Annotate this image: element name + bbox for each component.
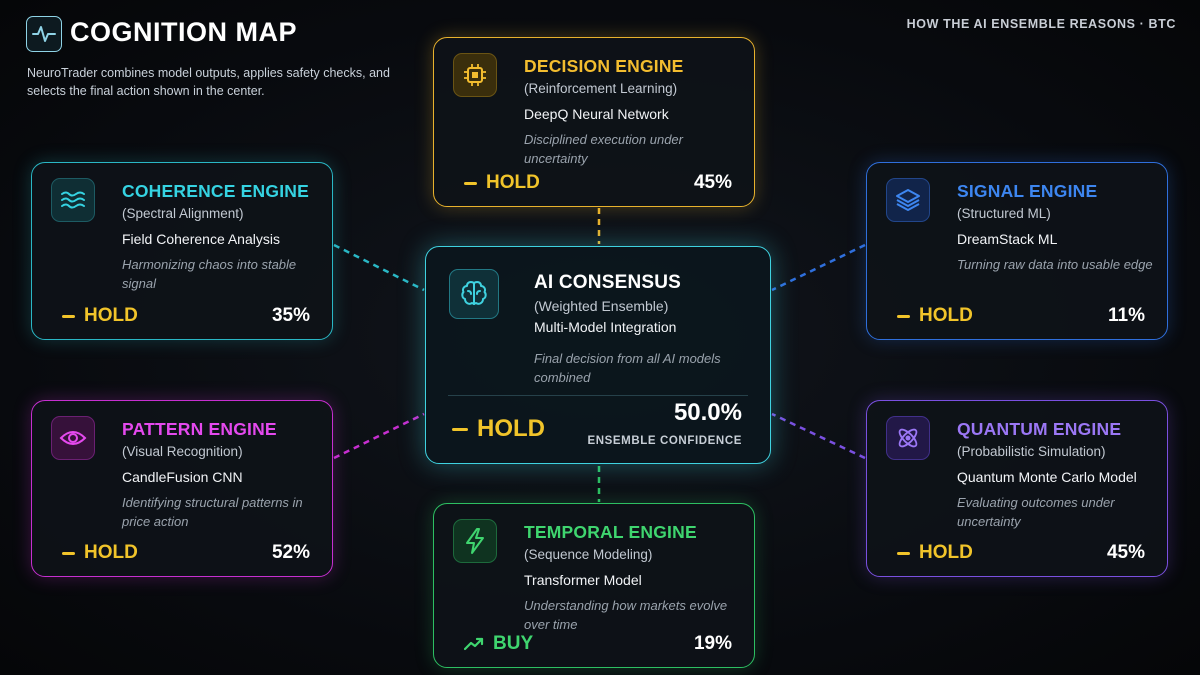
action-label: HOLD <box>919 305 973 326</box>
page-description: NeuroTrader combines model outputs, appl… <box>27 66 390 98</box>
hold-dash-icon <box>897 314 910 318</box>
engine-action: HOLD <box>62 542 138 564</box>
action-label: HOLD <box>84 305 138 326</box>
engine-subtitle: (Reinforcement Learning) <box>524 81 678 96</box>
engine-title: PATTERN ENGINE <box>122 419 277 439</box>
action-label: HOLD <box>486 172 540 193</box>
engine-action: HOLD <box>464 172 540 194</box>
consensus-divider <box>448 395 748 396</box>
engine-action: HOLD <box>62 305 138 327</box>
engine-title: SIGNAL ENGINE <box>957 181 1098 201</box>
engine-confidence: 45% <box>693 172 732 193</box>
engine-description: Understanding how markets evolve over ti… <box>524 598 728 632</box>
decision-engine-card[interactable]: DECISION ENGINE (Reinforcement Learning)… <box>433 37 755 207</box>
ai-consensus-card[interactable]: AI CONSENSUS (Weighted Ensemble) Multi-M… <box>425 246 771 464</box>
engine-confidence: 35% <box>271 305 310 326</box>
engine-confidence: 52% <box>271 542 310 563</box>
trend-up-icon <box>464 637 484 651</box>
engine-description: Turning raw data into usable edge <box>957 257 1153 272</box>
engine-description: Disciplined execution under uncertainty <box>524 132 683 166</box>
brain-icon <box>449 269 499 319</box>
action-label: BUY <box>493 633 534 654</box>
engine-confidence: 11% <box>1108 305 1145 326</box>
engine-action: HOLD <box>897 542 973 564</box>
hold-dash-icon <box>62 314 75 318</box>
engine-confidence: 45% <box>1106 542 1145 563</box>
atom-icon <box>886 416 930 460</box>
eye-icon <box>51 416 95 460</box>
engine-subtitle: (Sequence Modeling) <box>524 547 653 562</box>
engine-action: BUY <box>464 633 533 655</box>
action-label: HOLD <box>84 542 138 563</box>
consensus-confidence: 50.0% <box>673 399 742 426</box>
engine-action: HOLD <box>897 305 973 327</box>
engine-title: QUANTUM ENGINE <box>957 419 1122 439</box>
engine-model: Field Coherence Analysis <box>122 231 280 247</box>
hold-dash-icon <box>452 427 468 431</box>
engine-subtitle: (Structured ML) <box>957 206 1051 221</box>
engine-model: DreamStack ML <box>957 231 1058 247</box>
engine-title: COHERENCE ENGINE <box>122 181 309 201</box>
quantum-engine-card[interactable]: QUANTUM ENGINE (Probabilistic Simulation… <box>866 400 1168 577</box>
action-label: HOLD <box>477 415 545 442</box>
connector-quantum <box>771 412 866 460</box>
layers-icon <box>886 178 930 222</box>
lightning-icon <box>453 519 497 563</box>
coherence-engine-card[interactable]: COHERENCE ENGINE (Spectral Alignment) Fi… <box>31 162 333 340</box>
engine-model: DeepQ Neural Network <box>524 106 669 122</box>
consensus-confidence-label: ENSEMBLE CONFIDENCE <box>587 435 742 447</box>
engine-description: Evaluating outcomes under uncertainty <box>957 495 1115 529</box>
consensus-subtitle: (Weighted Ensemble) <box>534 298 669 314</box>
consensus-action: HOLD <box>452 415 545 443</box>
connector-coherence <box>333 243 425 292</box>
engine-title: DECISION ENGINE <box>524 56 684 76</box>
hold-dash-icon <box>464 181 477 185</box>
pattern-engine-card[interactable]: PATTERN ENGINE (Visual Recognition) Cand… <box>31 400 333 577</box>
engine-subtitle: (Spectral Alignment) <box>122 206 244 221</box>
engine-model: Quantum Monte Carlo Model <box>957 469 1137 485</box>
waves-icon <box>51 178 95 222</box>
page-title: COGNITION MAP <box>70 17 297 47</box>
engine-description: Harmonizing chaos into stable signal <box>122 257 297 291</box>
hold-dash-icon <box>62 551 75 555</box>
engine-model: CandleFusion CNN <box>122 469 243 485</box>
connector-signal <box>771 243 866 292</box>
engine-subtitle: (Visual Recognition) <box>122 444 243 459</box>
hold-dash-icon <box>897 551 910 555</box>
header-caption: HOW THE AI ENSEMBLE REASONS · BTC <box>906 17 1176 31</box>
engine-model: Transformer Model <box>524 572 642 588</box>
engine-confidence: 19% <box>693 633 732 654</box>
engine-subtitle: (Probabilistic Simulation) <box>957 444 1106 459</box>
cpu-chip-icon <box>453 53 497 97</box>
signal-engine-card[interactable]: SIGNAL ENGINE (Structured ML) DreamStack… <box>866 162 1168 340</box>
pulse-logo-icon <box>26 16 62 52</box>
engine-title: TEMPORAL ENGINE <box>524 522 697 542</box>
consensus-description: Final decision from all AI models combin… <box>534 351 721 385</box>
engine-description: Identifying structural patterns in price… <box>122 495 303 529</box>
temporal-engine-card[interactable]: TEMPORAL ENGINE (Sequence Modeling) Tran… <box>433 503 755 668</box>
connector-pattern <box>333 412 425 460</box>
action-label: HOLD <box>919 542 973 563</box>
consensus-title: AI CONSENSUS <box>534 272 682 293</box>
consensus-model: Multi-Model Integration <box>534 319 677 335</box>
